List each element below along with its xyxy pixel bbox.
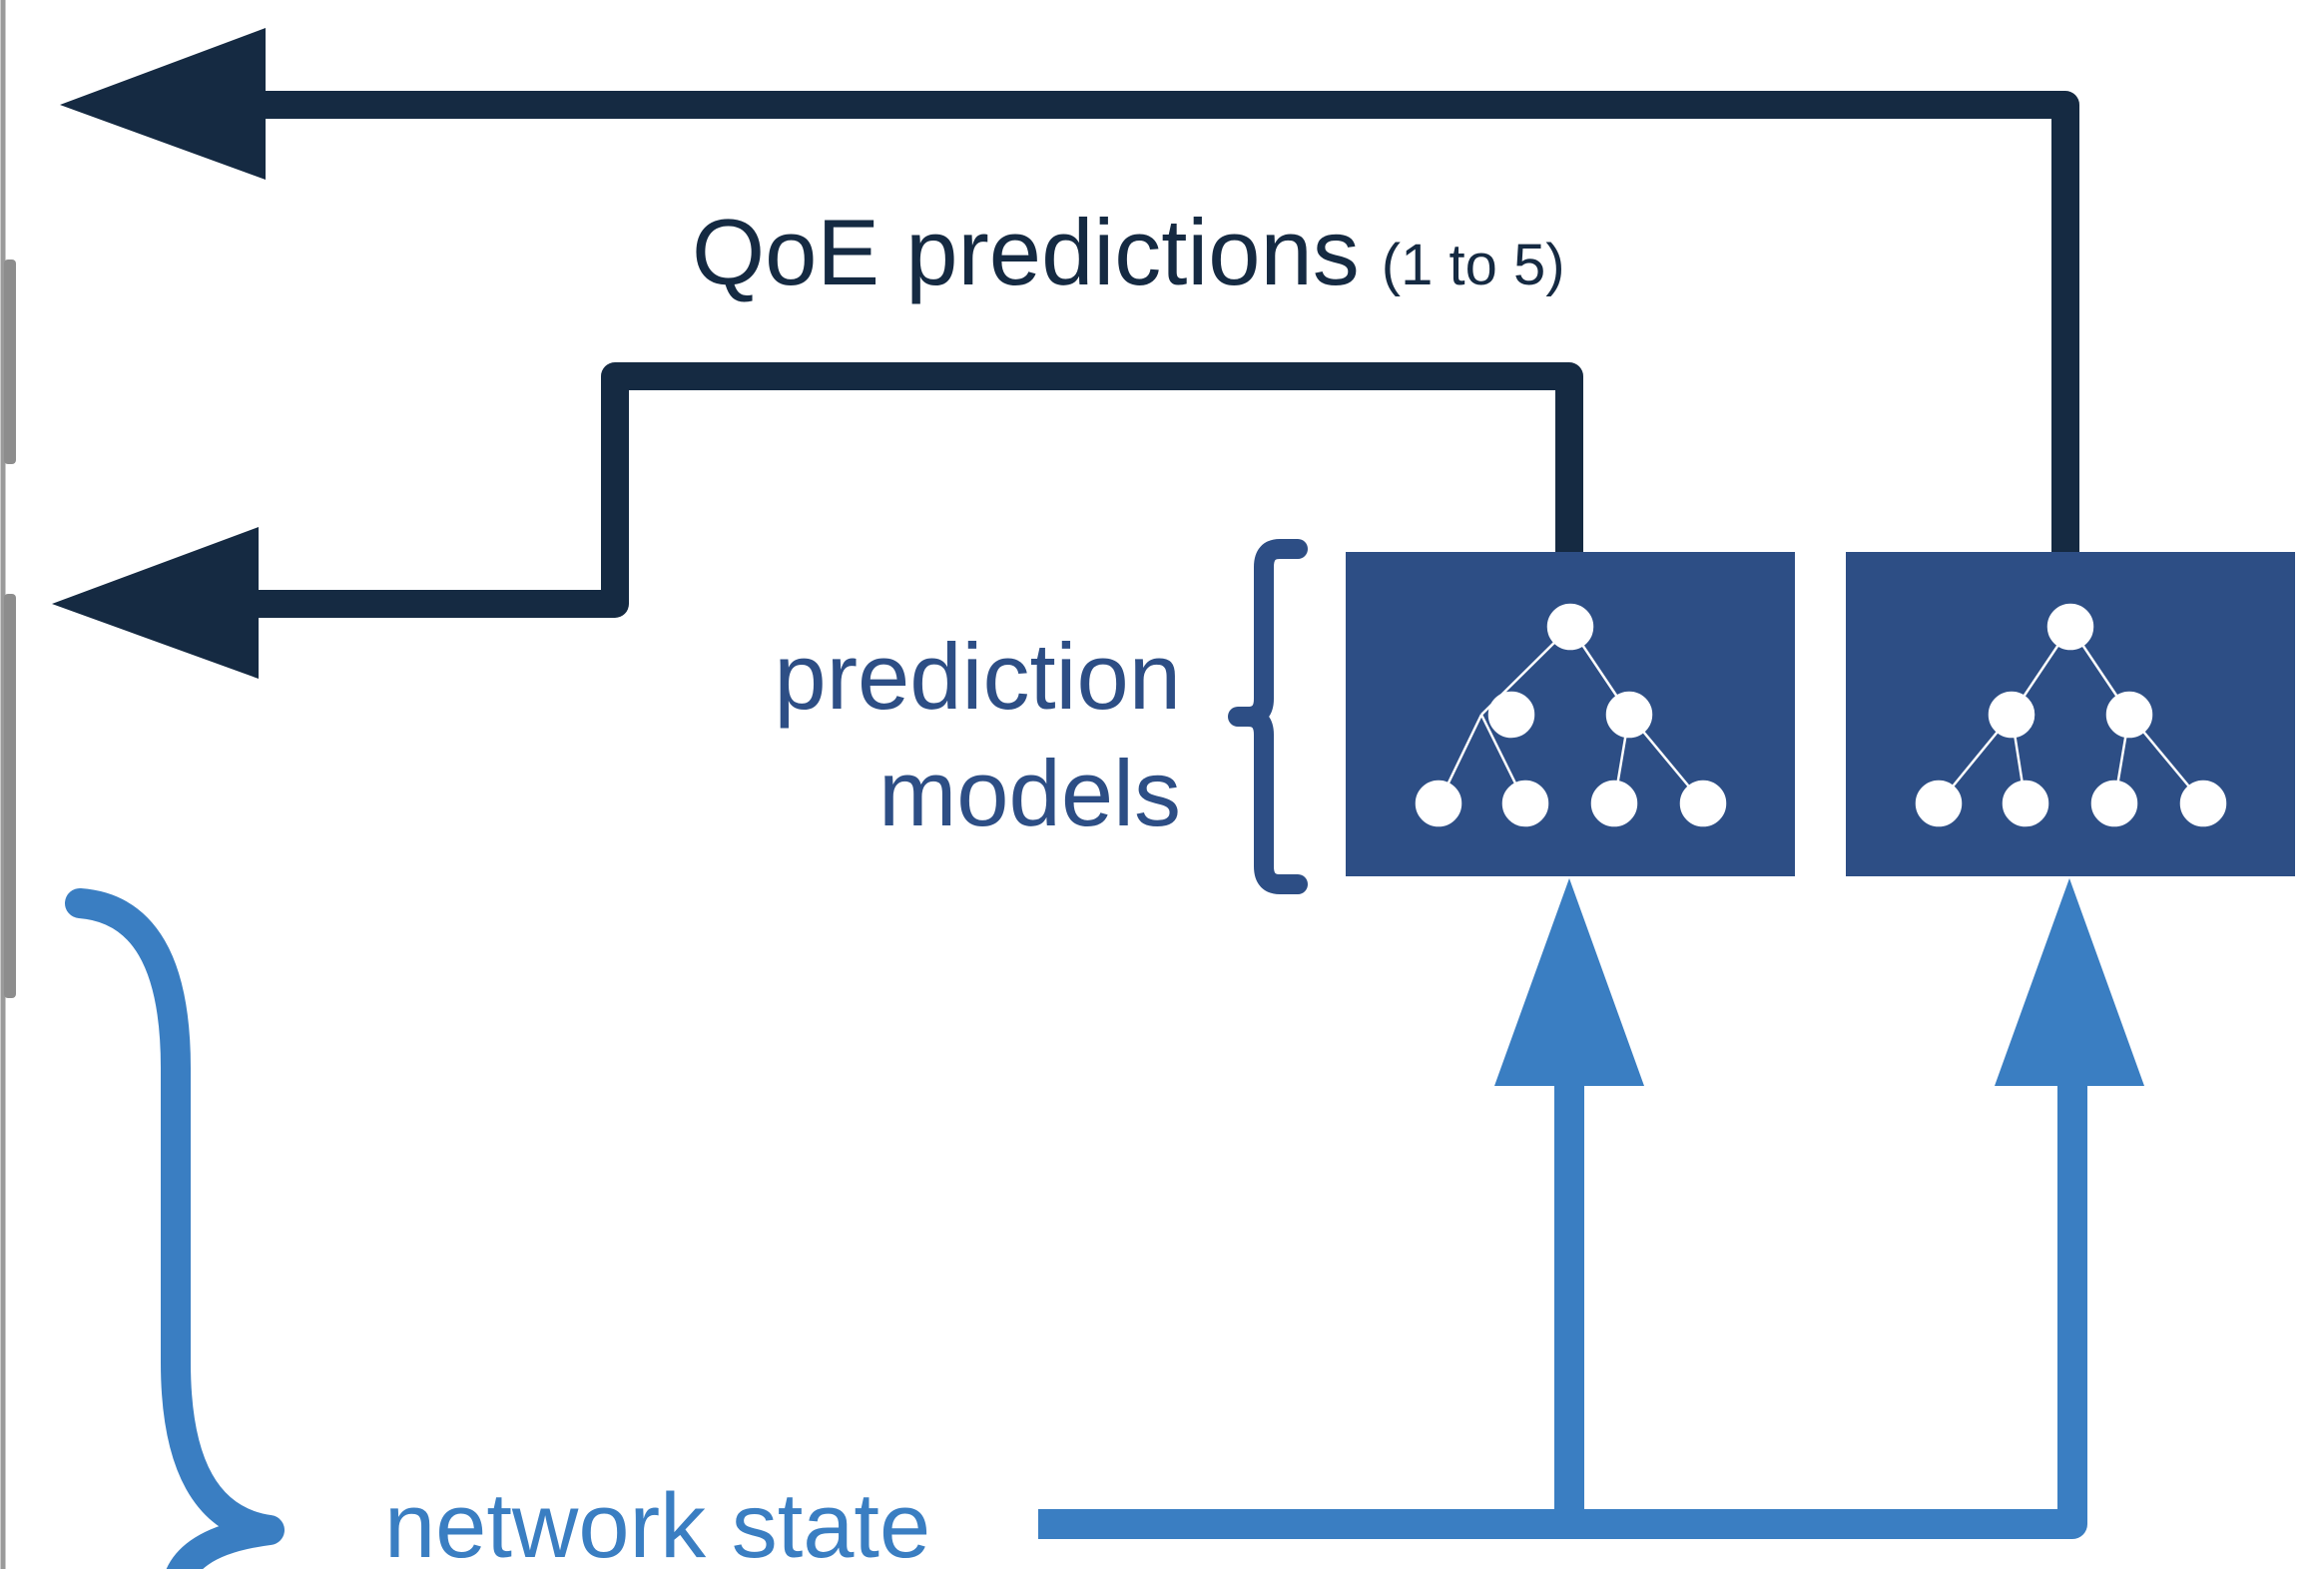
models-bracket [1228, 539, 1308, 894]
decision-tree-icon [1415, 603, 1727, 827]
decision-tree-icon [1915, 603, 2227, 827]
output-arrow-top [60, 28, 2079, 554]
qoe-predictions-label: QoE predictions(1 to 5) [692, 200, 1565, 304]
input-arrows [1038, 878, 2144, 1539]
arrow-left-icon [60, 28, 266, 180]
model-box-1 [1346, 552, 1795, 876]
left-edge [0, 0, 16, 1569]
network-state-label: network state [384, 1475, 930, 1569]
network-state-brace [65, 888, 285, 1569]
arrow-left-icon [52, 527, 259, 679]
arrow-up-icon [1494, 878, 1644, 1086]
arrow-up-icon [1995, 878, 2144, 1086]
prediction-models-label-line2: models [878, 741, 1181, 845]
output-arrow-bottom [52, 362, 1583, 679]
prediction-models-label-line1: prediction [774, 624, 1181, 729]
model-box-2 [1846, 552, 2295, 876]
